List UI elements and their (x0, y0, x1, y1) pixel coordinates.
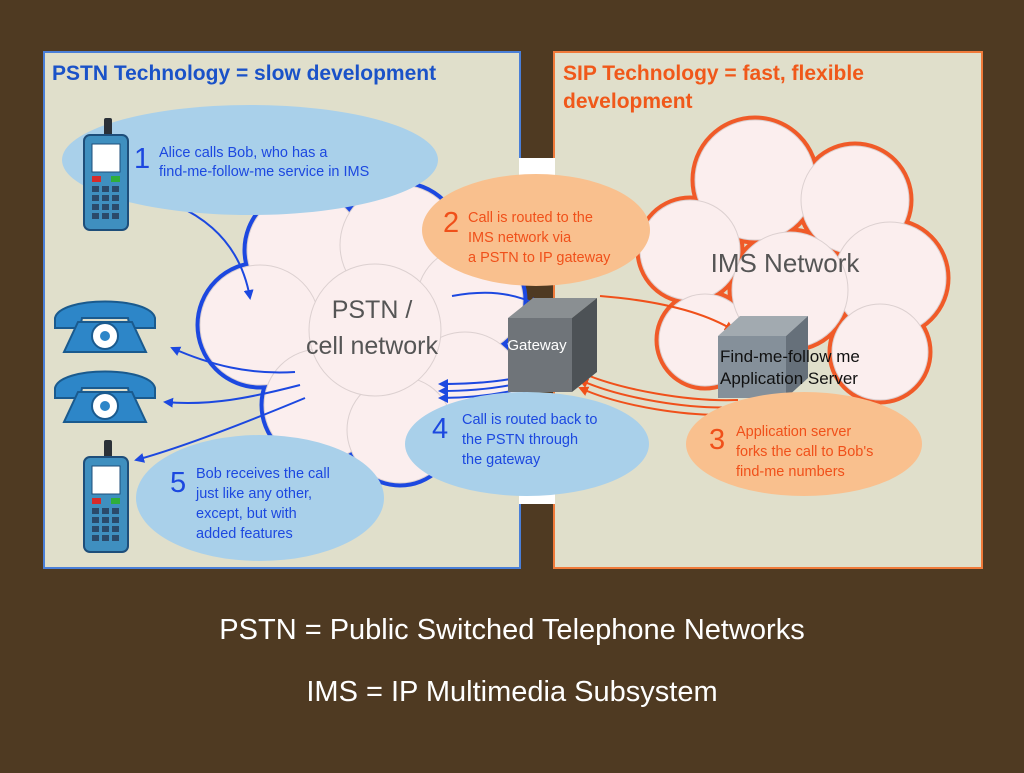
ims-cloud-label: IMS Network (711, 248, 861, 278)
gateway-box (508, 298, 597, 392)
step-2-text-line2: IMS network via (468, 230, 572, 246)
step-4-number: 4 (432, 413, 448, 445)
pstn-panel-title: PSTN Technology = slow development (52, 62, 436, 85)
step-1-number: 1 (134, 143, 150, 175)
pstn-cloud-label-line1: PSTN / (332, 296, 413, 324)
step-5-text-line3: except, but with (196, 506, 297, 522)
step-5-text-line2: just like any other, (195, 486, 312, 502)
step-4-text-line1: Call is routed back to (462, 412, 597, 428)
app-server-label-line1: Find-me-follow me (720, 347, 860, 366)
step-3-text-line1: Application server (736, 424, 851, 440)
caption-pstn-definition: PSTN = Public Switched Telephone Network… (219, 614, 805, 646)
app-server-label-line2: Application Server (720, 369, 858, 388)
step-1-bubble: 1 Alice calls Bob, who has a find-me-fol… (62, 105, 438, 215)
step-5-text-line4: added features (196, 526, 293, 542)
mobile-phone-alice-icon (83, 118, 129, 231)
ims-cloud (635, 115, 951, 405)
step-1-text-line2: find-me-follow-me service in IMS (159, 164, 369, 180)
step-4-text-line2: the PSTN through (462, 432, 578, 448)
desk-phone-2-icon (54, 370, 156, 423)
arrow-app-server-to-gateway-1 (578, 370, 739, 402)
desk-phone-1-icon (54, 300, 156, 353)
step-4-bubble: 4 Call is routed back to the PSTN throug… (405, 392, 649, 496)
arrow-to-phone-2 (163, 384, 301, 408)
gateway-label: Gateway (507, 337, 567, 354)
step-2-bubble: 2 Call is routed to the IMS network via … (422, 174, 650, 286)
step-5-bubble: 5 Bob receives the call just like any ot… (136, 435, 384, 561)
pstn-cloud-label-line2: cell network (306, 332, 438, 360)
arrow-gateway-to-app-server (599, 295, 735, 332)
step-2-number: 2 (443, 207, 459, 239)
step-2-text-line1: Call is routed to the (468, 210, 593, 226)
step-5-text-line1: Bob receives the call (196, 466, 330, 482)
step-3-bubble: 3 Application server forks the call to B… (686, 392, 922, 496)
arrow-to-phone-1 (170, 346, 296, 374)
step-4-text-line3: the gateway (462, 452, 541, 468)
caption-ims-definition: IMS = IP Multimedia Subsystem (306, 676, 718, 708)
step-2-text-line3: a PSTN to IP gateway (468, 250, 611, 266)
sip-panel-title-line1: SIP Technology = fast, flexible (563, 62, 864, 85)
step-3-text-line3: find-me numbers (736, 464, 845, 480)
step-5-number: 5 (170, 467, 186, 499)
step-1-text-line1: Alice calls Bob, who has a (159, 145, 328, 161)
step-3-number: 3 (709, 424, 725, 456)
mobile-phone-bob-icon (83, 440, 129, 553)
sip-panel-title-line2: development (563, 90, 693, 113)
step-3-text-line2: forks the call to Bob's (736, 444, 873, 460)
app-server-box (718, 316, 808, 398)
arrow-to-mobile-bob (134, 397, 306, 463)
